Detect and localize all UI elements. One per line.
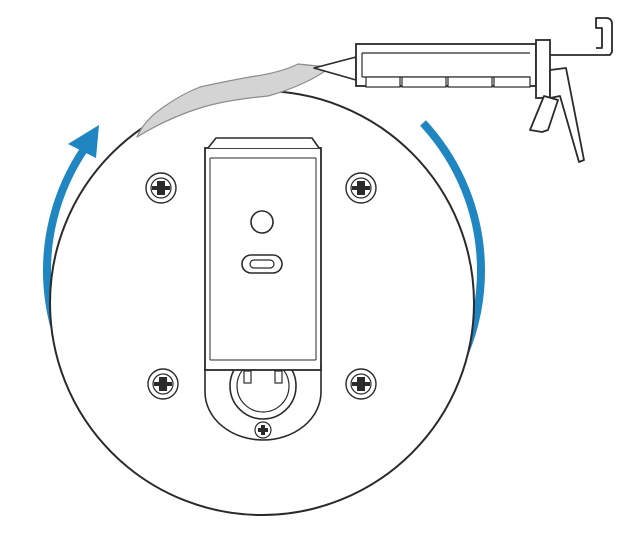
caulking-gun-icon xyxy=(313,17,613,163)
caulking-gun-nozzle xyxy=(313,56,357,81)
caulking-gun-hook xyxy=(595,17,613,56)
screw-top-right xyxy=(345,172,377,204)
screw-bottom-left xyxy=(147,368,179,400)
caulking-gun-body xyxy=(535,39,551,99)
bracket-button xyxy=(250,210,274,234)
phillips-screw-icon xyxy=(352,377,370,391)
phillips-screw-icon xyxy=(258,425,268,435)
caulking-gun-handle xyxy=(549,67,585,163)
screw-bottom-right xyxy=(345,368,377,400)
mounting-bracket xyxy=(204,137,322,371)
rotation-arrow-head xyxy=(68,125,99,158)
phillips-screw-icon xyxy=(352,181,370,195)
caulking-gun-trigger xyxy=(529,95,559,133)
bracket-top-edge xyxy=(207,137,320,149)
bracket-slot-inner xyxy=(249,259,275,269)
screw-top-left xyxy=(145,172,177,204)
phillips-screw-icon xyxy=(154,377,172,391)
phillips-screw-icon xyxy=(152,181,170,195)
screw-hub xyxy=(254,421,272,439)
